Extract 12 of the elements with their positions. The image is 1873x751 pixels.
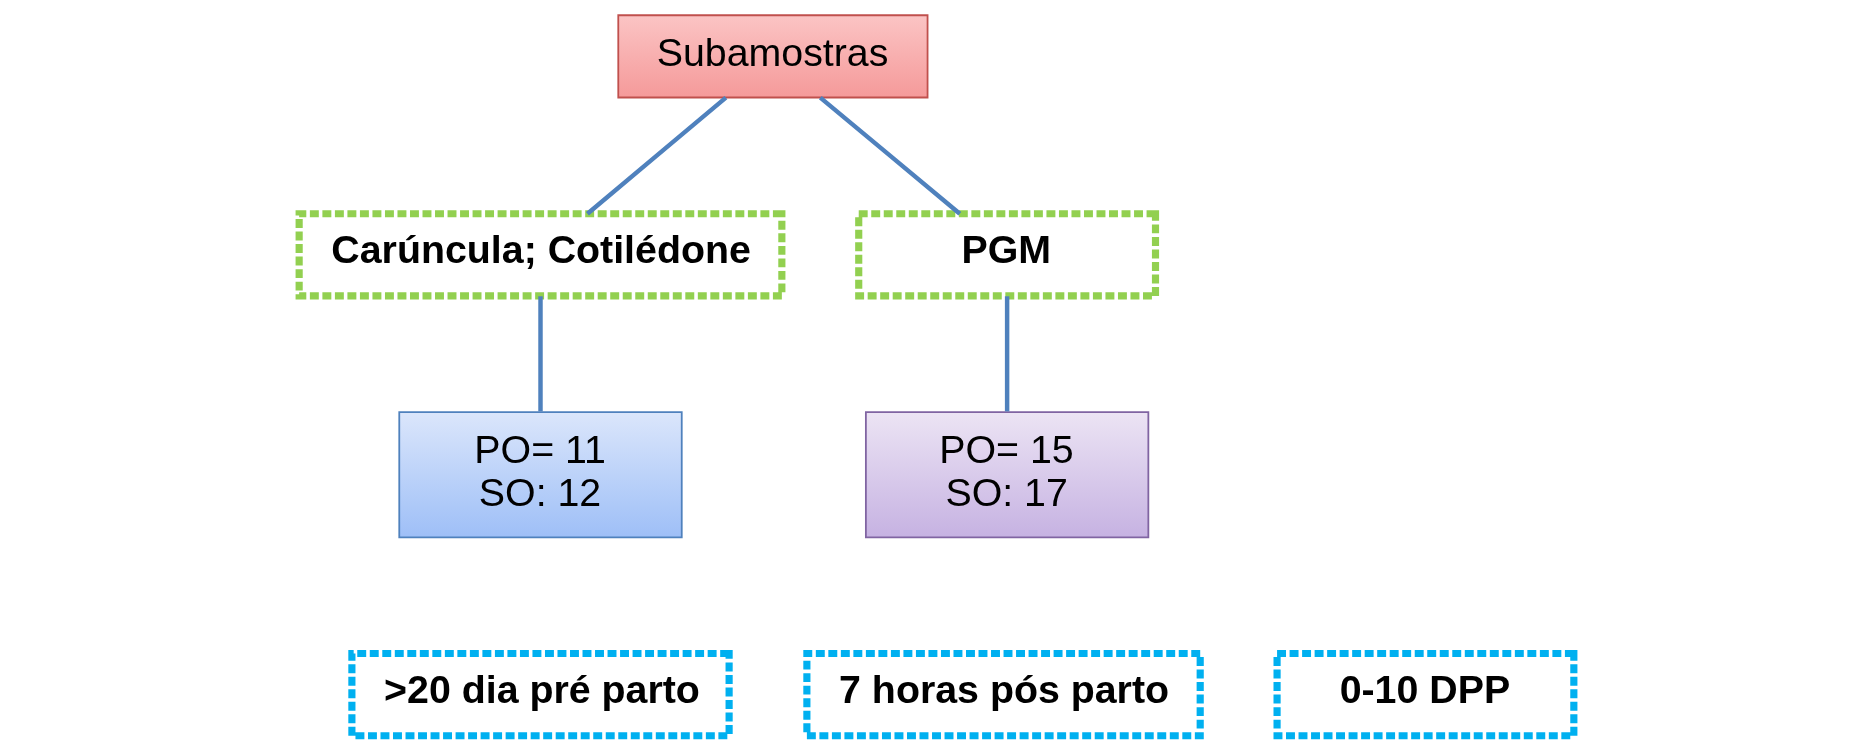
connector xyxy=(1004,296,1010,412)
node-box: 7 horas pós parto xyxy=(803,649,1204,740)
connector xyxy=(538,296,543,412)
node-box: Subamostras xyxy=(617,14,929,99)
node-box: 0-10 DPP xyxy=(1273,649,1578,740)
node-box: PO= 11 SO: 12 xyxy=(398,411,683,539)
node-box: PO= 15 SO: 17 xyxy=(865,411,1150,539)
connector xyxy=(586,95,728,216)
node-box: PGM xyxy=(855,210,1160,300)
connector xyxy=(818,95,962,216)
node-box: >20 dia pré parto xyxy=(348,649,733,740)
node-box: Carúncula; Cotilédone xyxy=(295,210,786,300)
